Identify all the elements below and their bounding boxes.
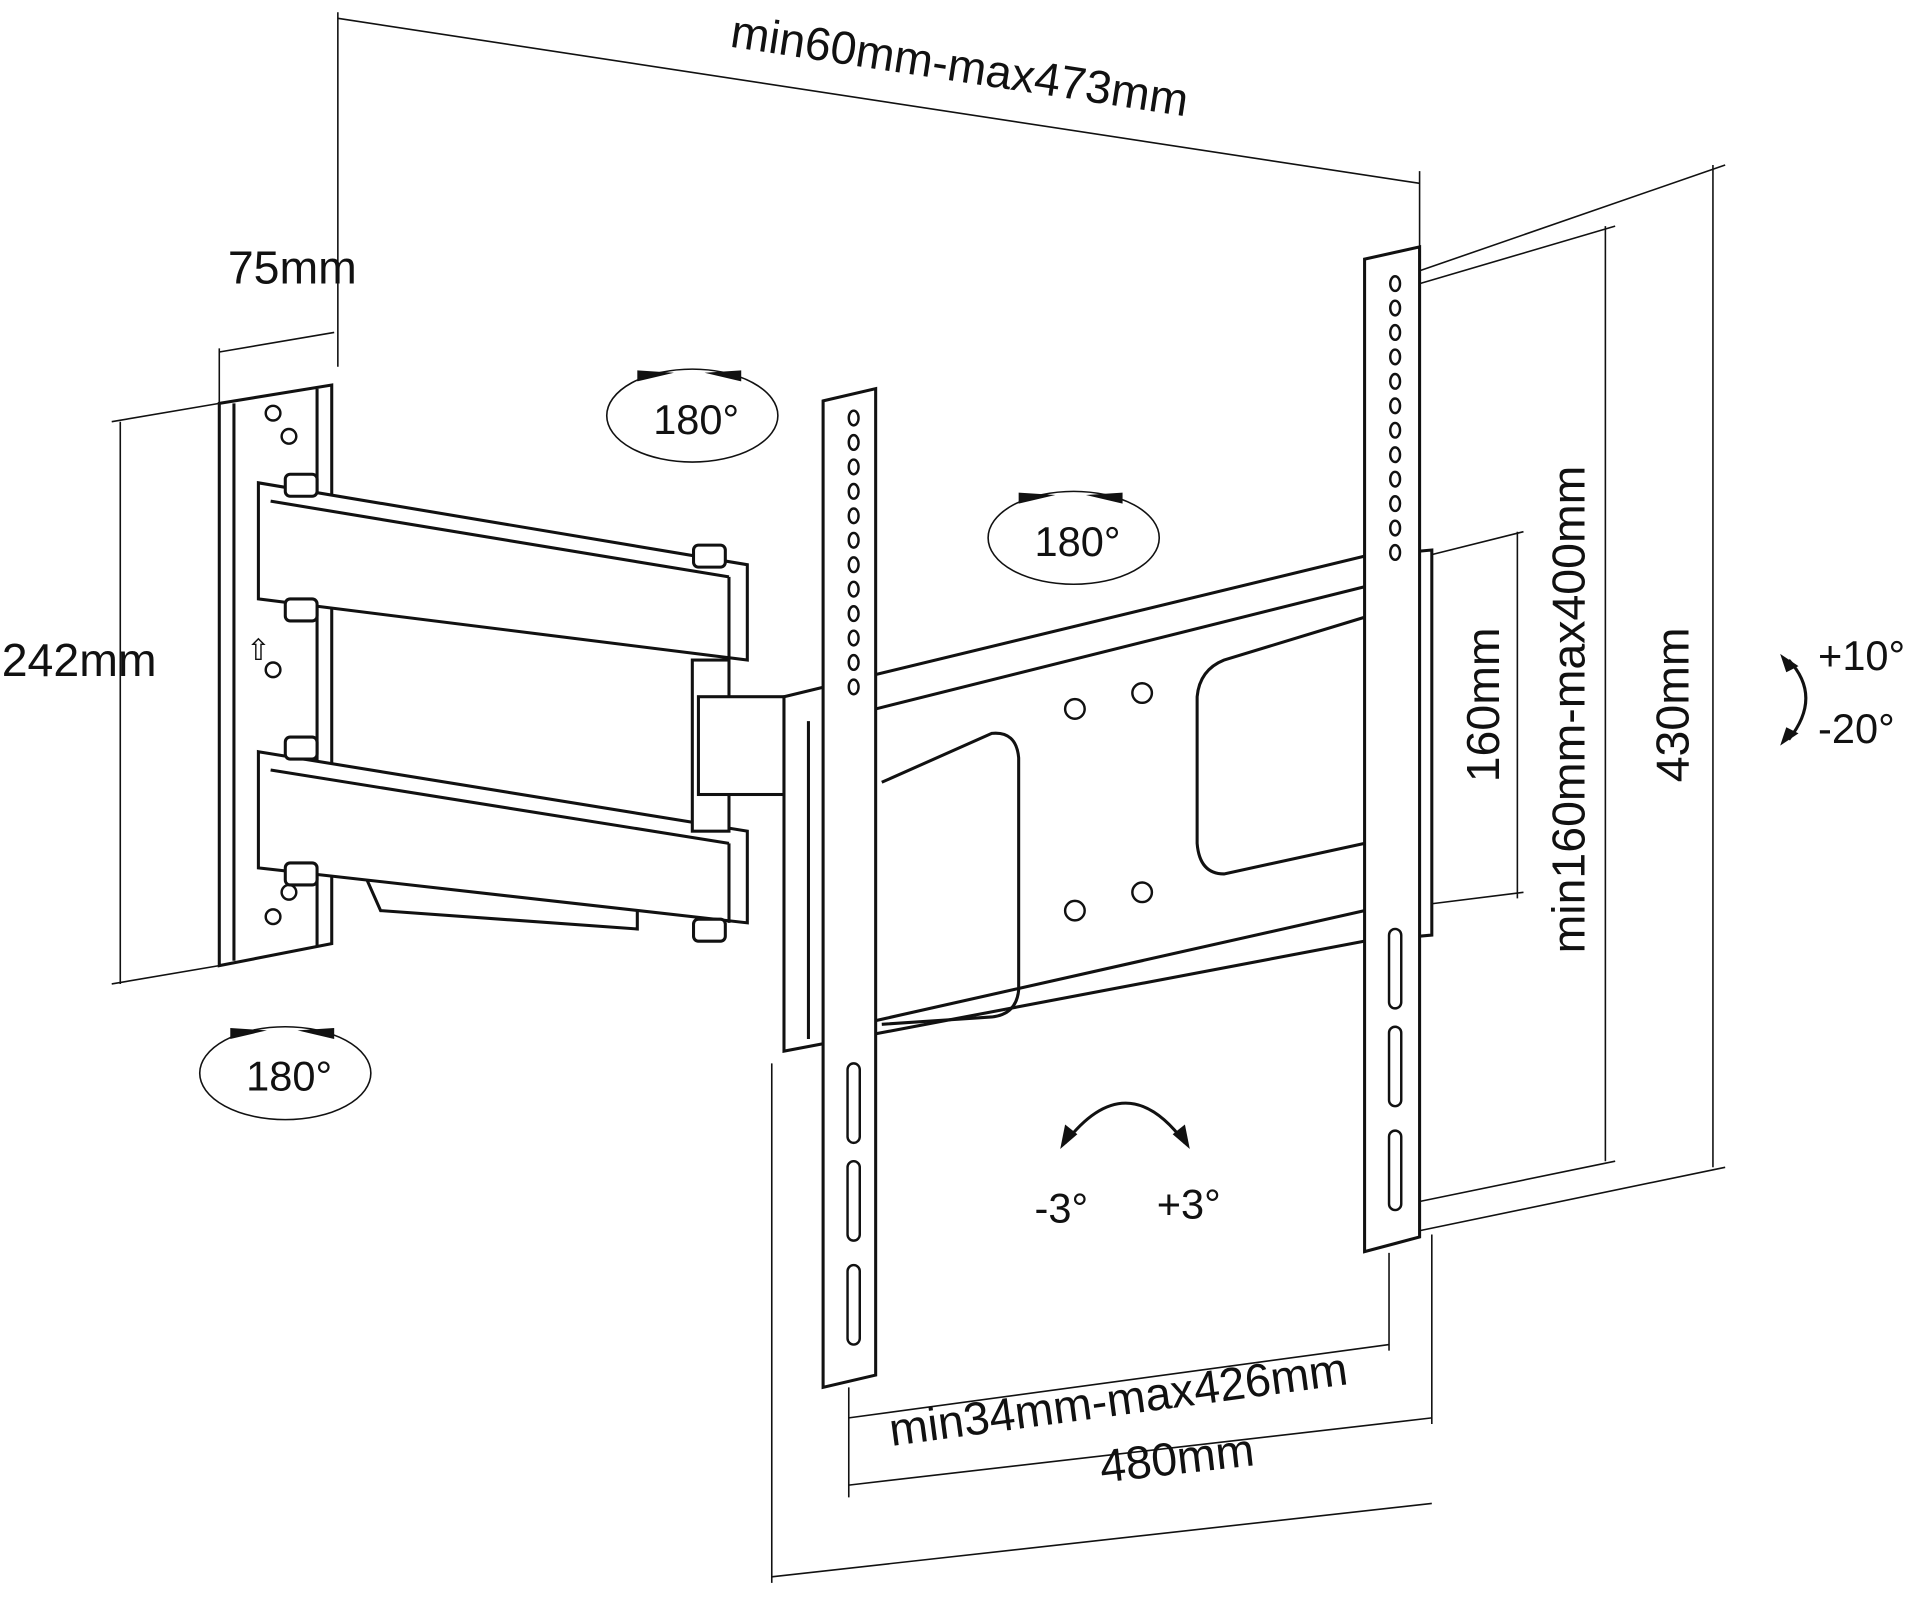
rotation-symbols (198, 368, 1808, 1149)
level-left-label: -3° (1035, 1184, 1089, 1231)
mount-hole (1389, 421, 1402, 439)
mount-hole (847, 556, 860, 574)
mount-slot (846, 1159, 861, 1242)
bracket-height-label: 430mm (1646, 627, 1698, 782)
wall-swivel-label: 180° (246, 1052, 332, 1099)
mount-hole (1389, 495, 1402, 513)
right-vertical-bracket (1363, 245, 1422, 1254)
mount-hole (847, 580, 860, 598)
mount-slot (1387, 1129, 1403, 1212)
arm-swivel-middle-label: 180° (1035, 518, 1121, 565)
mount-hole (847, 531, 860, 549)
mount-hole (1389, 397, 1402, 415)
mount-hole (1389, 348, 1402, 366)
mount-hole (1389, 323, 1402, 342)
left-vertical-bracket (821, 386, 878, 1390)
mount-hole (1389, 275, 1402, 293)
mount-hole (1389, 470, 1402, 488)
mount-hole (847, 653, 860, 672)
tilt-down-label: -20° (1818, 705, 1895, 752)
mount-hole (847, 678, 860, 696)
mount-slot (1387, 927, 1403, 1010)
arm-swivel-top-label: 180° (653, 396, 739, 443)
tv-plate-height-label: 160mm (1457, 627, 1509, 782)
mount-slot (846, 1062, 861, 1145)
mount-slot (846, 1263, 861, 1346)
level-right-label: +3° (1157, 1181, 1221, 1228)
mount-hole (847, 507, 860, 525)
swing-arms (256, 472, 786, 943)
tv-plate (782, 548, 1434, 1054)
mount-hole (847, 605, 860, 623)
tilt-up-label: +10° (1818, 632, 1905, 679)
dimension-lines (111, 12, 1726, 1583)
mount-hole (847, 433, 860, 452)
tv-plate-width-label: 480mm (1097, 1423, 1257, 1492)
mount-hole (847, 629, 860, 647)
mount-hole (1389, 299, 1402, 317)
mount-hole (847, 458, 860, 476)
mount-hole (1389, 519, 1402, 537)
mount-hole (1389, 543, 1402, 562)
wall-plate-width-label: 75mm (228, 242, 357, 294)
mount-hole (1389, 372, 1402, 390)
mount-hole (847, 409, 860, 427)
up-arrow-icon: ⇧ (246, 634, 271, 667)
wall-plate-height-label: 242mm (2, 634, 157, 686)
vesa-vertical-label: min160mm-max400mm (1543, 466, 1595, 954)
mount-hole (1389, 446, 1402, 464)
mount-hole (847, 482, 860, 500)
mount-slot (1387, 1025, 1403, 1108)
vesa-horizontal-label: min60mm-max473mm (727, 5, 1191, 126)
